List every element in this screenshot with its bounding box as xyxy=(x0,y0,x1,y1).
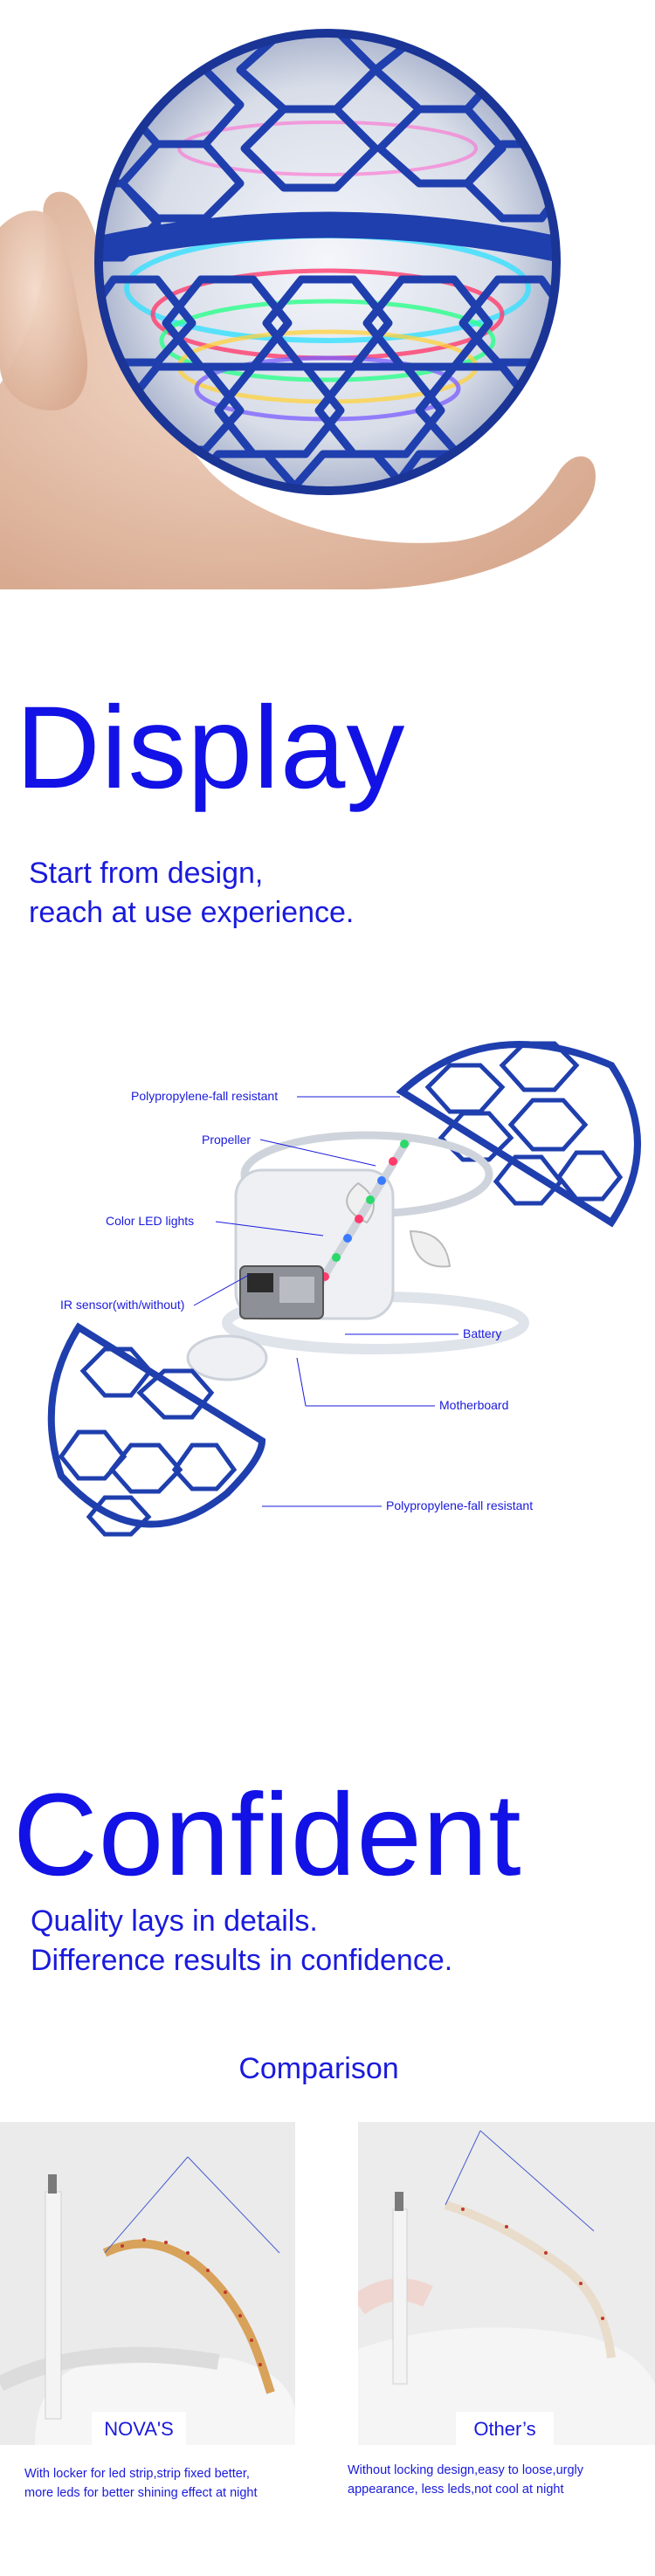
comparison-photo-right: Other’s xyxy=(358,2122,655,2445)
flyer-body xyxy=(186,1131,529,1381)
display-subtitle-line-2: reach at use experience. xyxy=(29,896,355,929)
other-caption: Without locking design,easy to loose,urg… xyxy=(348,2461,583,2499)
other-caption-line-1: Without locking design,easy to loose,urg… xyxy=(348,2463,584,2477)
top-cage-hemisphere xyxy=(396,1041,641,1228)
confident-subtitle-line-2: Difference results in confidence. xyxy=(31,1944,453,1977)
callout-fall-bottom: Polypropylene-fall resistant xyxy=(386,1498,534,1512)
callout-motherboard: Motherboard xyxy=(439,1398,509,1412)
callout-battery: Battery xyxy=(463,1326,502,1340)
other-caption-line-2: appearance, less leds,not cool at night xyxy=(348,2483,564,2497)
hero-ball-illustration xyxy=(0,29,596,589)
callout-ir: IR sensor(with/without) xyxy=(60,1298,185,1312)
nova-led-strip-photo xyxy=(0,2122,295,2445)
hero-photo xyxy=(0,0,655,589)
confident-subtitle: Quality lays in details. Difference resu… xyxy=(31,1902,452,1980)
exploded-diagram: Polypropylene-fall resistant Propeller C… xyxy=(0,1004,655,1563)
other-led-strip-photo xyxy=(358,2122,655,2445)
display-subtitle: Start from design, reach at use experien… xyxy=(29,854,354,933)
comparison-photo-left: NOVA'S xyxy=(0,2122,295,2445)
callout-propeller: Propeller xyxy=(202,1133,252,1147)
other-tag: Other’s xyxy=(456,2412,554,2445)
display-subtitle-line-1: Start from design, xyxy=(29,857,264,890)
nova-caption: With locker for led strip,strip fixed be… xyxy=(24,2464,258,2503)
confident-title: Confident xyxy=(13,1770,522,1900)
confident-subtitle-line-1: Quality lays in details. xyxy=(31,1904,318,1938)
exploded-diagram-art xyxy=(47,1041,641,1537)
nova-caption-line-2: more leds for better shining effect at n… xyxy=(24,2486,258,2500)
callout-led: Color LED lights xyxy=(106,1214,195,1228)
nova-tag: NOVA'S xyxy=(92,2412,186,2445)
callout-fall-top: Polypropylene-fall resistant xyxy=(131,1089,279,1103)
bottom-cage-hemisphere xyxy=(47,1322,266,1537)
nova-caption-line-1: With locker for led strip,strip fixed be… xyxy=(24,2467,250,2481)
display-title: Display xyxy=(16,683,406,813)
comparison-title: Comparison xyxy=(238,2052,399,2085)
